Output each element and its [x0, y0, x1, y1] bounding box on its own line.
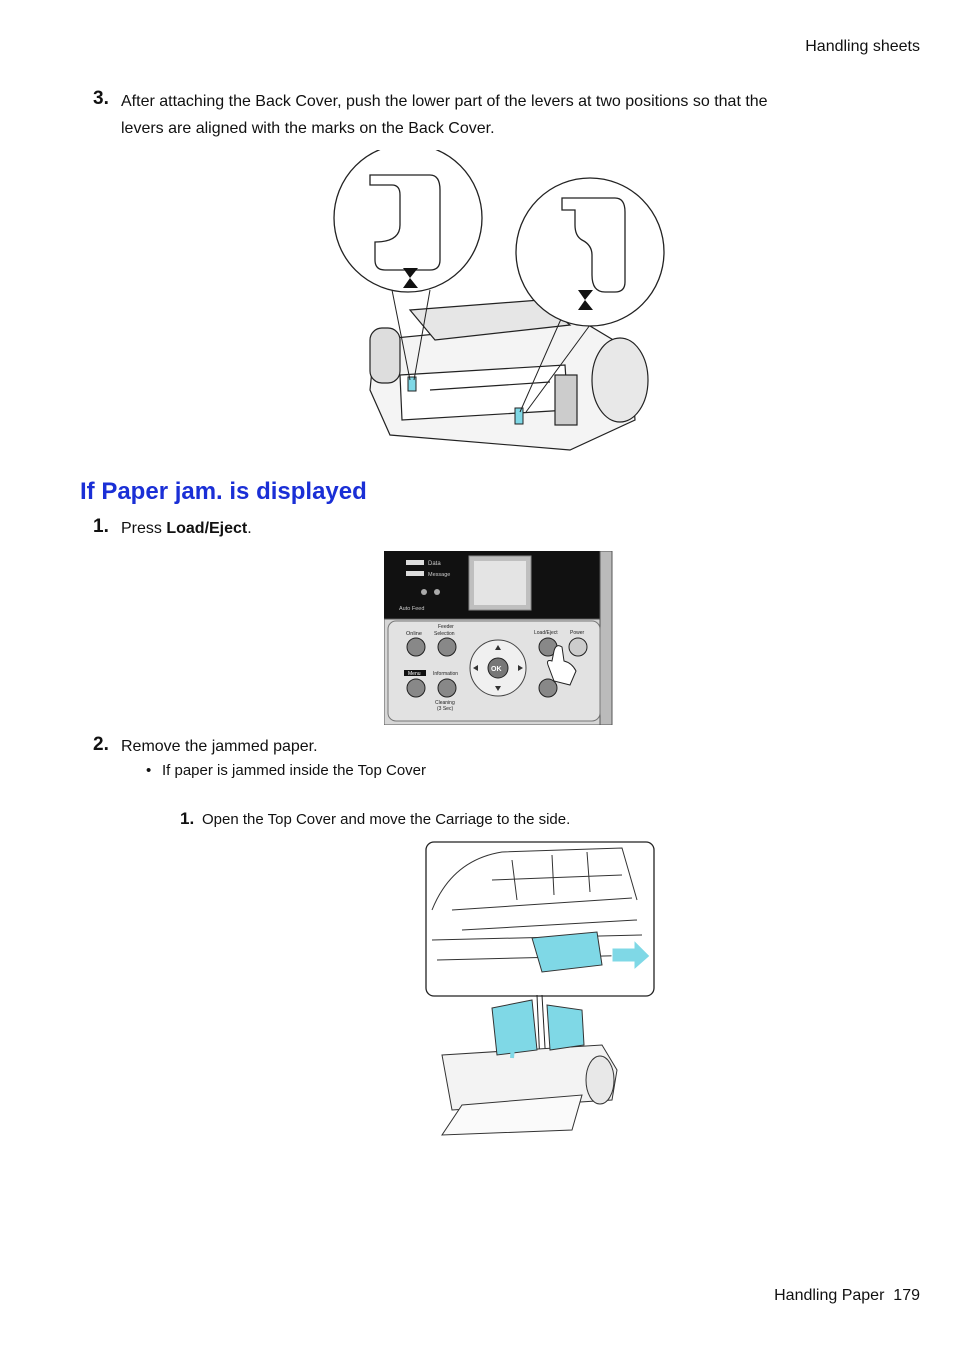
step-2-number: 2. [93, 734, 109, 755]
menu-label: Menu [408, 671, 421, 677]
interior-callout [425, 841, 655, 997]
open-direction-arrow-icon [510, 1016, 531, 1059]
back-cover-levers-illustration [333, 150, 665, 451]
bullet-mark: • [146, 762, 152, 779]
substep-1-text: Open the Top Cover and move the Carriage… [202, 811, 571, 828]
section-heading: If Paper jam. is displayed [80, 478, 367, 505]
menu-button[interactable] [406, 678, 426, 698]
step-1-number: 1. [93, 516, 109, 537]
panel-data-label: Data [428, 561, 441, 567]
substep-1-number: 1. [180, 809, 195, 828]
feeder-label-1: Feeder [438, 624, 454, 630]
feeder-selection-button[interactable] [437, 637, 457, 657]
step-3-line-2: levers are aligned with the marks on the… [121, 120, 495, 137]
top-cover-open-illustration [425, 841, 655, 1136]
ok-button[interactable] [487, 657, 509, 679]
open-top-cover-left [491, 999, 538, 1056]
ok-label: OK [491, 666, 502, 673]
left-lever-marker [407, 376, 417, 392]
status-lamp-1 [421, 589, 427, 595]
right-lever-callout [515, 177, 665, 327]
step-3-line-1: After attaching the Back Cover, push the… [121, 93, 768, 110]
panel-auto-feed-label: Auto Feed [399, 606, 424, 612]
page-number: 179 [893, 1287, 920, 1304]
step-2-text: Remove the jammed paper. [121, 738, 318, 755]
open-top-cover-right [546, 1004, 585, 1051]
power-button[interactable] [568, 637, 588, 657]
move-arrow-icon [611, 938, 651, 972]
stop-button[interactable] [538, 678, 558, 698]
pressing-hand-icon [547, 645, 577, 686]
cleaning-label-2: (3 Sec) [437, 706, 453, 712]
footer-chapter: Handling Paper [774, 1287, 885, 1304]
online-label: Online [406, 631, 422, 637]
cleaning-label-1: Cleaning [435, 700, 455, 706]
step-1-text: Press Load/Eject. [121, 515, 252, 542]
right-lever-marker [514, 407, 524, 425]
jammed-paper [531, 931, 603, 973]
running-header: Handling sheets [805, 38, 920, 55]
step-3-number: 3. [93, 88, 109, 109]
load-eject-panel-label: Load/Eject [534, 630, 558, 636]
control-panel-illustration: Data Message Auto Feed Online Feeder Sel… [384, 551, 613, 725]
step-1-prefix: Press [121, 520, 167, 537]
information-label: Information [433, 671, 458, 677]
page-footer: Handling Paper 179 [774, 1287, 920, 1305]
online-button[interactable] [406, 637, 426, 657]
step-1-suffix: . [247, 520, 252, 537]
load-eject-label: Load/Eject [166, 520, 248, 537]
bullet-text: If paper is jammed inside the Top Cover [162, 762, 427, 779]
status-lamp-2 [434, 589, 440, 595]
feeder-label-2: Selection [434, 631, 455, 637]
information-button[interactable] [437, 678, 457, 698]
power-label: Power [570, 630, 585, 636]
panel-message-label: Message [428, 572, 450, 578]
